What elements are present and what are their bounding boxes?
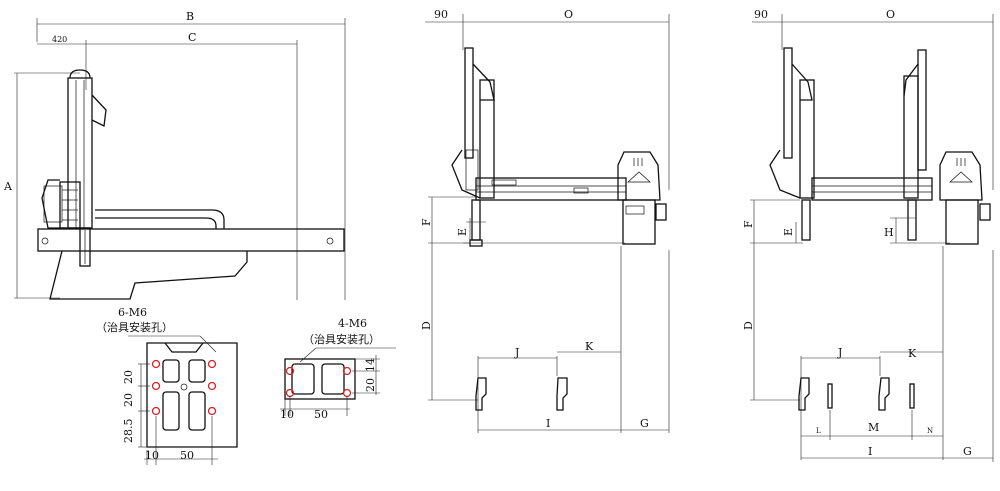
dim-a-label: A (3, 180, 13, 193)
dim-d-label-1: D (420, 321, 433, 330)
dim-90-label-2: 90 (754, 8, 768, 21)
plate-small-title: 4-M6 (338, 317, 367, 330)
dim-o-label-2: O (886, 8, 895, 21)
plate-large-v2: 20 (122, 393, 135, 407)
plate-small-h1: 10 (280, 408, 294, 421)
dim-420-label: 420 (52, 35, 67, 44)
dim-j-label-2: J (837, 346, 842, 359)
plate-small-h2: 50 (314, 408, 328, 421)
plate-large-v1: 20 (122, 370, 135, 384)
front-view-single: 90 O F E D (420, 8, 670, 433)
dim-i-label-1: I (546, 417, 550, 430)
plate-large-v3: 28.5 (122, 419, 135, 444)
dim-k-label-1: K (585, 340, 594, 353)
dim-d-label-2: D (742, 321, 755, 330)
dim-g-label-1: G (640, 417, 649, 430)
dim-g-label-2: G (963, 445, 972, 458)
plate-small-v2: 20 (364, 378, 377, 392)
plate-large-title: 6-M6 (118, 306, 147, 319)
front-view-double: 90 O F E H D (742, 8, 994, 462)
dim-k-label-2: K (908, 347, 917, 360)
dim-j-label-1: J (514, 346, 519, 359)
plate-small-subtitle: （治具安装孔） (303, 332, 380, 346)
dim-l-label-2: L (816, 427, 821, 435)
plate-large-h1: 10 (145, 449, 159, 462)
dim-e-label-2: E (782, 228, 795, 236)
dim-o-label-1: O (564, 8, 573, 21)
dim-90-label-1: 90 (434, 8, 448, 21)
plate-large-h2: 50 (180, 449, 194, 462)
dim-i-label-2: I (868, 445, 872, 458)
dim-b-label: B (186, 10, 194, 23)
dim-f-label-1: F (420, 218, 433, 226)
plate-small-v1: 14 (364, 358, 377, 372)
plate-large-subtitle: （治具安装孔） (96, 320, 173, 334)
dim-f-label-2: F (742, 220, 755, 228)
dim-e-label-1: E (456, 228, 469, 236)
dim-n-label-2: N (927, 427, 933, 435)
dim-c-label: C (188, 31, 196, 44)
side-view: B 420 C A (3, 10, 346, 300)
fixture-plate-large: 6-M6 （治具安装孔） 20 20 28.5 10 50 (96, 306, 238, 465)
dim-h-label-2: H (884, 226, 894, 239)
fixture-plate-small: 4-M6 （治具安装孔） 14 20 10 50 (280, 317, 396, 421)
dim-m-label-2: M (868, 421, 879, 434)
